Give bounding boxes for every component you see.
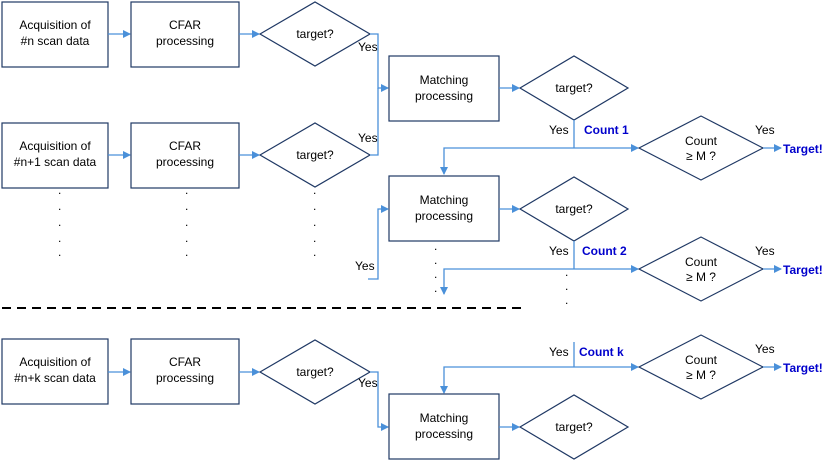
yes-label-m1: Yes bbox=[549, 123, 569, 137]
matching-1-label-1: Matching bbox=[420, 73, 469, 87]
dot: . bbox=[185, 245, 188, 259]
matching-2-label-1: Matching bbox=[420, 193, 469, 207]
dot: . bbox=[185, 231, 188, 245]
dot: . bbox=[58, 231, 61, 245]
count-decision-k-label-1: Count bbox=[685, 353, 718, 367]
dot: . bbox=[434, 239, 437, 253]
count-decision-k: Count ≥ M ? bbox=[637, 334, 765, 400]
acquisition-nk-label-2: #n+k scan data bbox=[14, 371, 96, 385]
count-decision-2-label-2: ≥ M ? bbox=[686, 270, 716, 284]
yes-label-c1: Yes bbox=[755, 123, 775, 137]
connector-target-2-up bbox=[370, 88, 379, 156]
yes-label-1: Yes bbox=[358, 40, 378, 54]
cfar-k-label-2: processing bbox=[156, 371, 214, 385]
target-decision-m2-label: target? bbox=[555, 202, 593, 216]
target-decision-m2: target? bbox=[518, 176, 630, 242]
cfar-box-1: CFAR processing bbox=[130, 1, 240, 68]
cfar-1-label-2: processing bbox=[156, 34, 214, 48]
acquisition-n-label-2: #n scan data bbox=[21, 34, 90, 48]
target-out-k: Target! bbox=[783, 361, 823, 375]
acquisition-n-label-1: Acquisition of bbox=[19, 18, 91, 32]
acquisition-nk-label-1: Acquisition of bbox=[19, 355, 91, 369]
count-decision-1: Count ≥ M ? bbox=[637, 115, 765, 181]
target-decision-mk: target? bbox=[518, 394, 630, 460]
dot: . bbox=[313, 231, 316, 245]
dot: . bbox=[58, 199, 61, 213]
count-2-label: Count 2 bbox=[582, 244, 627, 258]
dot: . bbox=[565, 293, 568, 307]
count-1-label: Count 1 bbox=[584, 123, 629, 137]
yes-label-m2: Yes bbox=[549, 244, 569, 258]
count-decision-1-label-2: ≥ M ? bbox=[686, 149, 716, 163]
acquisition-n1-label-1: Acquisition of bbox=[19, 139, 91, 153]
arrow-to-matching-k bbox=[440, 366, 574, 394]
dot: . bbox=[313, 183, 316, 197]
yes-label-k: Yes bbox=[358, 376, 378, 390]
dot: . bbox=[434, 267, 437, 281]
matching-2-label-2: processing bbox=[415, 209, 473, 223]
arrow-yes-to-matching-2 bbox=[368, 205, 389, 280]
target-decision-k: target? bbox=[258, 339, 372, 405]
target-decision-m1: target? bbox=[518, 55, 630, 121]
target-decision-2: target? bbox=[258, 122, 372, 188]
target-decision-1: target? bbox=[258, 1, 372, 67]
yes-label-2: Yes bbox=[358, 131, 378, 145]
matching-box-2: Matching processing bbox=[388, 175, 500, 242]
dot: . bbox=[565, 279, 568, 293]
count-decision-k-label-2: ≥ M ? bbox=[686, 368, 716, 382]
dot: . bbox=[565, 265, 568, 279]
dot: . bbox=[434, 253, 437, 267]
dot: . bbox=[58, 215, 61, 229]
matching-k-label-2: processing bbox=[415, 427, 473, 441]
cfar-1-label-1: CFAR bbox=[169, 18, 201, 32]
target-decision-m1-label: target? bbox=[555, 81, 593, 95]
yes-label-ck: Yes bbox=[755, 342, 775, 356]
count-k-label: Count k bbox=[579, 345, 624, 359]
target-decision-mk-label: target? bbox=[555, 420, 593, 434]
yes-label-3: Yes bbox=[355, 259, 375, 273]
target-decision-2-label: target? bbox=[296, 148, 334, 162]
dot: . bbox=[185, 215, 188, 229]
acquisition-n1-label-2: #n+1 scan data bbox=[14, 155, 97, 169]
matching-box-k: Matching processing bbox=[388, 393, 500, 460]
target-out-2: Target! bbox=[783, 263, 823, 277]
dot: . bbox=[185, 199, 188, 213]
acquisition-nk-box: Acquisition of #n+k scan data bbox=[1, 338, 109, 405]
yes-label-mk: Yes bbox=[549, 345, 569, 359]
dot: . bbox=[313, 199, 316, 213]
matching-k-label-1: Matching bbox=[420, 411, 469, 425]
target-decision-k-label: target? bbox=[296, 365, 334, 379]
dot: . bbox=[58, 183, 61, 197]
dot: . bbox=[58, 245, 61, 259]
count-decision-2-label-1: Count bbox=[685, 255, 718, 269]
cfar-box-2: CFAR processing bbox=[130, 122, 240, 189]
count-decision-1-label-1: Count bbox=[685, 134, 718, 148]
cfar-2-label-1: CFAR bbox=[169, 139, 201, 153]
dot: . bbox=[185, 183, 188, 197]
cfar-k-label-1: CFAR bbox=[169, 355, 201, 369]
acquisition-n1-box: Acquisition of #n+1 scan data bbox=[1, 122, 109, 189]
matching-1-label-2: processing bbox=[415, 89, 473, 103]
arrow-to-next-matching bbox=[440, 268, 574, 295]
yes-label-c2: Yes bbox=[755, 244, 775, 258]
cfar-2-label-2: processing bbox=[156, 155, 214, 169]
target-out-1: Target! bbox=[783, 142, 823, 156]
ellipsis-dots: . . . . . . . . . . . . . . . . . . . . … bbox=[58, 183, 568, 307]
dot: . bbox=[313, 245, 316, 259]
cfar-box-k: CFAR processing bbox=[130, 338, 240, 405]
arrow-target-k-to-matching bbox=[370, 371, 389, 431]
arrow-target-1-to-matching bbox=[370, 33, 389, 92]
target-decision-1-label: target? bbox=[296, 27, 334, 41]
count-decision-2: Count ≥ M ? bbox=[637, 236, 765, 302]
dot: . bbox=[313, 215, 316, 229]
acquisition-n-box: Acquisition of #n scan data bbox=[1, 1, 109, 68]
matching-box-1: Matching processing bbox=[388, 55, 500, 122]
dot: . bbox=[434, 281, 437, 295]
arrow-to-matching-2 bbox=[440, 147, 574, 175]
